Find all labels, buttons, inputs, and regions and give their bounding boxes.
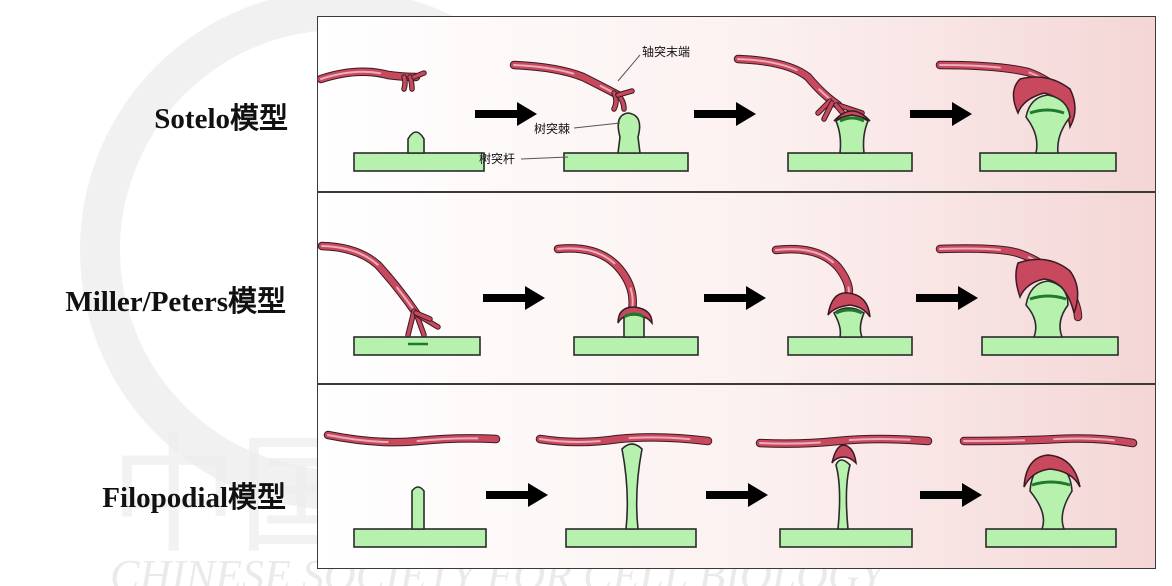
dendrite: [981, 280, 1119, 356]
dendrite: [979, 94, 1117, 172]
dendritic-shaft: [787, 336, 913, 356]
postsynaptic-density: [839, 116, 865, 123]
axon: [755, 434, 933, 448]
axon-branch: [406, 309, 416, 337]
axon: [959, 434, 1138, 448]
dendrite: [985, 462, 1117, 548]
axon-highlight: [759, 438, 929, 445]
axon-branch: [816, 99, 832, 115]
axon: [323, 430, 501, 447]
postsynaptic-density: [1031, 480, 1071, 487]
arrow-right: [706, 483, 768, 507]
sotelo-model-label: Sotelo模型: [154, 103, 288, 135]
filopodial-model-label: Filopodial模型: [102, 482, 286, 514]
dendritic-spine: [621, 443, 643, 530]
axon: [771, 244, 854, 302]
dendritic-shaft: [779, 528, 913, 548]
axon-branch: [412, 71, 426, 79]
arrow-right: [920, 483, 982, 507]
dendrite: [353, 486, 487, 548]
axon-branch: [616, 89, 634, 97]
presynaptic-bouton: [827, 292, 871, 318]
axon: [733, 54, 843, 110]
axon-outline: [771, 244, 854, 302]
dendritic-shaft: [353, 528, 487, 548]
dendrite: [779, 459, 913, 548]
annotation-axon-terminal: 轴突末端: [617, 44, 690, 82]
dendritic-shaft: [573, 336, 699, 356]
axon-body: [554, 245, 636, 315]
dendritic-spine: [835, 459, 851, 530]
axon-terminal-label: 轴突末端: [642, 44, 690, 59]
axon-highlight: [513, 64, 619, 96]
axon: [509, 60, 623, 100]
dendritic-spine: [1025, 94, 1071, 154]
axon: [553, 244, 637, 316]
axon-branch: [612, 91, 618, 111]
dendritic-shaft: [565, 528, 697, 548]
axon-highlight: [320, 70, 417, 80]
postsynaptic-density: [1029, 294, 1067, 301]
postsynaptic-density: [623, 312, 645, 319]
arrow-right: [910, 102, 972, 126]
dendritic-shaft: [353, 336, 481, 356]
axon-branch: [414, 311, 432, 321]
dendrite: [787, 114, 913, 172]
dendritic-spine: [832, 307, 866, 338]
arrow-right: [475, 102, 537, 126]
dendritic-shaft: [979, 152, 1117, 172]
dendrite: [787, 307, 913, 356]
dendrite: [565, 443, 697, 548]
dendrite: [353, 336, 481, 356]
dendritic-shaft: [981, 336, 1119, 356]
dendritic-shaft: [985, 528, 1117, 548]
row-divider: [318, 191, 1155, 193]
annotation-dendritic-shaft: 树突杆: [479, 151, 569, 166]
dendritic-spine: [617, 112, 641, 154]
axon-branch: [822, 101, 834, 121]
dendrite: [353, 131, 485, 172]
presynaptic-bouton: [831, 444, 858, 466]
dendritic-spine-label: 树突棘: [534, 121, 570, 136]
arrow-right: [483, 286, 545, 310]
annotation-dendritic-spine: 树突棘: [534, 121, 621, 136]
axon-branch: [408, 75, 414, 91]
arrow-right: [486, 483, 548, 507]
arrow-right: [916, 286, 978, 310]
axon: [535, 433, 713, 447]
dendrite: [563, 112, 689, 172]
dendritic-shaft-label: 树突杆: [479, 151, 515, 166]
axon-highlight: [775, 248, 850, 298]
dendrite: [573, 312, 699, 356]
axon-branch: [402, 75, 407, 91]
postsynaptic-density: [835, 308, 863, 315]
axon-highlight: [557, 247, 634, 312]
synapse-formation-diagram: 轴突末端 树突棘 树突杆: [317, 16, 1156, 569]
arrow-right: [694, 102, 756, 126]
axon: [318, 241, 421, 318]
axon-body: [318, 242, 420, 317]
dendritic-spine: [411, 486, 425, 530]
postsynaptic-density: [1029, 108, 1065, 115]
axon-outline: [553, 244, 637, 316]
axon-highlight: [327, 434, 497, 444]
dendritic-spine: [407, 131, 425, 154]
dendritic-shaft: [787, 152, 913, 172]
miller-peters-model-label: Miller/Peters模型: [65, 286, 286, 318]
dendritic-spine: [1025, 280, 1069, 338]
presynaptic-bouton: [833, 110, 871, 122]
axon-highlight: [539, 436, 709, 443]
axon-highlight: [321, 245, 417, 314]
axon-highlight: [963, 437, 1134, 444]
presynaptic-bouton: [1023, 454, 1081, 488]
axon-highlight: [737, 58, 839, 106]
arrow-right: [704, 286, 766, 310]
dendritic-shaft: [353, 152, 485, 172]
diagram-canvas: 轴突末端 树突棘 树突杆: [318, 44, 1138, 548]
dendritic-shaft: [563, 152, 689, 172]
row-divider: [318, 383, 1155, 385]
